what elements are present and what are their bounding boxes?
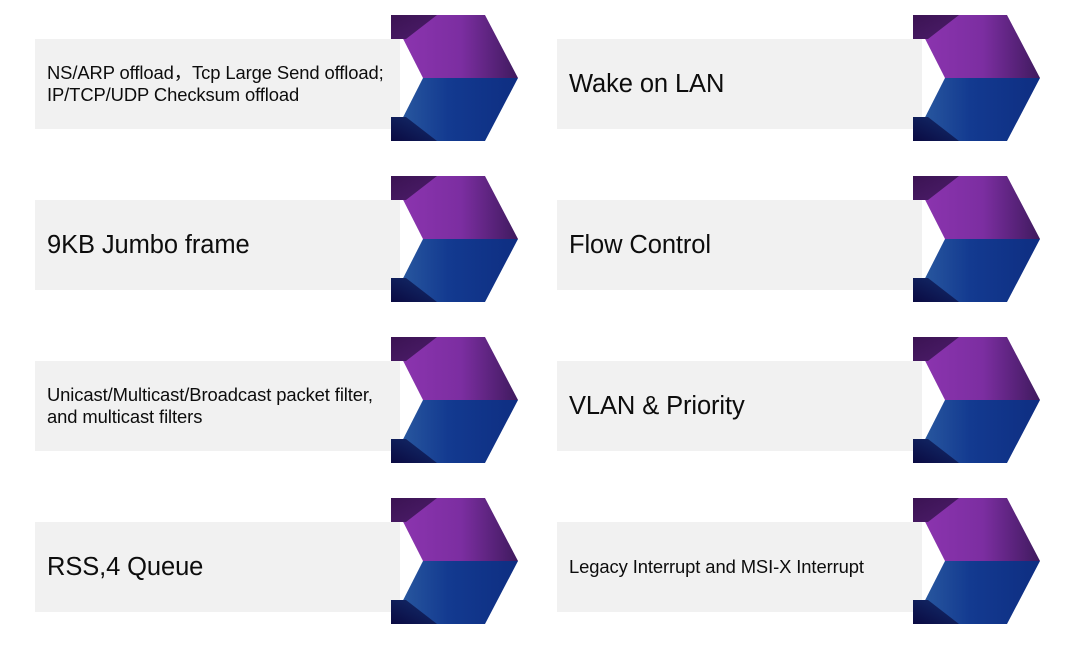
label-plate: Wake on LAN [557, 39, 922, 129]
arrow-banner-ns-arp-offload[interactable]: NS/ARP offload，Tcp Large Send offload; I… [35, 11, 518, 145]
arrow-banner-packet-filter[interactable]: Unicast/Multicast/Broadcast packet filte… [35, 333, 518, 467]
banner-label: NS/ARP offload，Tcp Large Send offload; I… [47, 62, 384, 105]
chevron-arrow-icon [907, 333, 1040, 467]
banner-label: RSS,4 Queue [47, 552, 204, 581]
arrow-banner-interrupts[interactable]: Legacy Interrupt and MSI-X Interrupt [557, 494, 1043, 628]
label-plate: Unicast/Multicast/Broadcast packet filte… [35, 361, 400, 451]
banner-label: Wake on LAN [569, 69, 725, 98]
banner-label: 9KB Jumbo frame [47, 230, 250, 259]
arrow-banner-wake-on-lan[interactable]: Wake on LAN [557, 11, 1043, 145]
label-plate: Flow Control [557, 200, 922, 290]
arrow-banner-vlan-priority[interactable]: VLAN & Priority [557, 333, 1043, 467]
banner-label: Flow Control [569, 230, 711, 259]
chevron-arrow-icon [385, 172, 518, 306]
chevron-arrow-icon [907, 172, 1040, 306]
chevron-arrow-icon [385, 11, 518, 145]
label-plate: 9KB Jumbo frame [35, 200, 400, 290]
label-plate: NS/ARP offload，Tcp Large Send offload; I… [35, 39, 400, 129]
label-plate: RSS,4 Queue [35, 522, 400, 612]
chevron-arrow-icon [385, 494, 518, 628]
arrow-banner-rss-queue[interactable]: RSS,4 Queue [35, 494, 518, 628]
label-plate: VLAN & Priority [557, 361, 922, 451]
arrow-banner-flow-control[interactable]: Flow Control [557, 172, 1043, 306]
chevron-arrow-icon [907, 11, 1040, 145]
chevron-arrow-icon [385, 333, 518, 467]
arrow-banner-jumbo-frame[interactable]: 9KB Jumbo frame [35, 172, 518, 306]
label-plate: Legacy Interrupt and MSI-X Interrupt [557, 522, 922, 612]
banner-label: Legacy Interrupt and MSI-X Interrupt [569, 556, 864, 578]
chevron-arrow-icon [907, 494, 1040, 628]
banner-label: VLAN & Priority [569, 391, 745, 420]
banner-label: Unicast/Multicast/Broadcast packet filte… [47, 384, 373, 427]
